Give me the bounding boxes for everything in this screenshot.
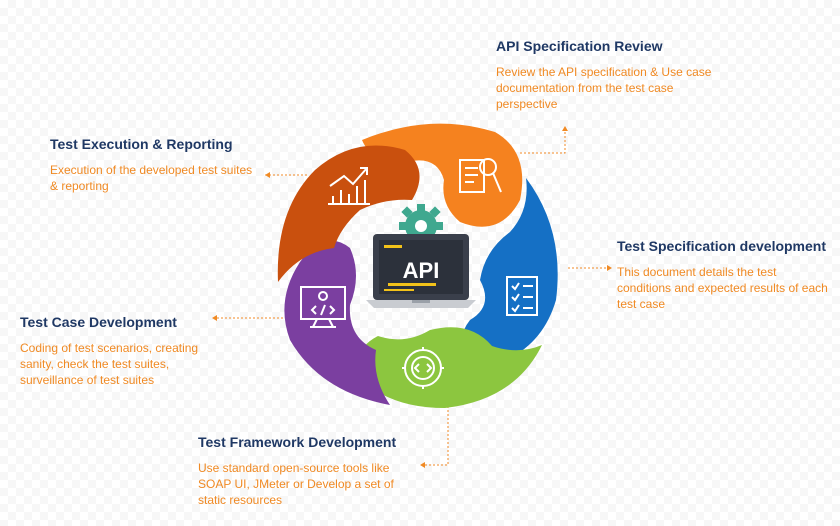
- connector-api-review: [520, 128, 566, 154]
- code-monitor-icon: [300, 286, 346, 328]
- document-search-icon: [459, 158, 502, 193]
- stage-framework-development: Test Framework Development Use standard …: [198, 434, 420, 508]
- connector-arrows: [212, 126, 612, 468]
- stage-case-development: Test Case Development Coding of test sce…: [20, 314, 225, 388]
- connector-framework: [420, 402, 449, 466]
- petal-exec: [277, 145, 420, 282]
- checklist-icon: [506, 276, 538, 316]
- code-gear-icon: [402, 347, 444, 389]
- api-monitor: [366, 234, 476, 308]
- stage-api-review: API Specification Review Review the API …: [496, 38, 716, 112]
- petal-case-dev: [284, 240, 390, 405]
- stage-description: Use standard open-source tools like SOAP…: [198, 461, 394, 507]
- stage-spec-development: Test Specification development This docu…: [617, 238, 832, 312]
- stage-description: This document details the test condition…: [617, 265, 828, 311]
- petal-spec-dev: [462, 178, 558, 368]
- stage-exec-reporting: Test Execution & Reporting Execution of …: [50, 136, 260, 194]
- stage-title: Test Execution & Reporting: [50, 136, 233, 152]
- stage-title: Test Case Development: [20, 314, 177, 330]
- connectors: [212, 128, 612, 466]
- stage-title: Test Framework Development: [198, 434, 397, 450]
- stage-description: Review the API specification & Use case …: [496, 65, 712, 111]
- petal-framework: [358, 327, 542, 408]
- api-text: API: [403, 258, 440, 283]
- stage-title: API Specification Review: [496, 38, 663, 54]
- stage-title: Test Specification development: [617, 238, 827, 254]
- stage-description: Execution of the developed test suites &…: [50, 163, 253, 193]
- stage-description: Coding of test scenarios, creating sanit…: [20, 341, 199, 387]
- growth-chart-icon: [328, 167, 370, 205]
